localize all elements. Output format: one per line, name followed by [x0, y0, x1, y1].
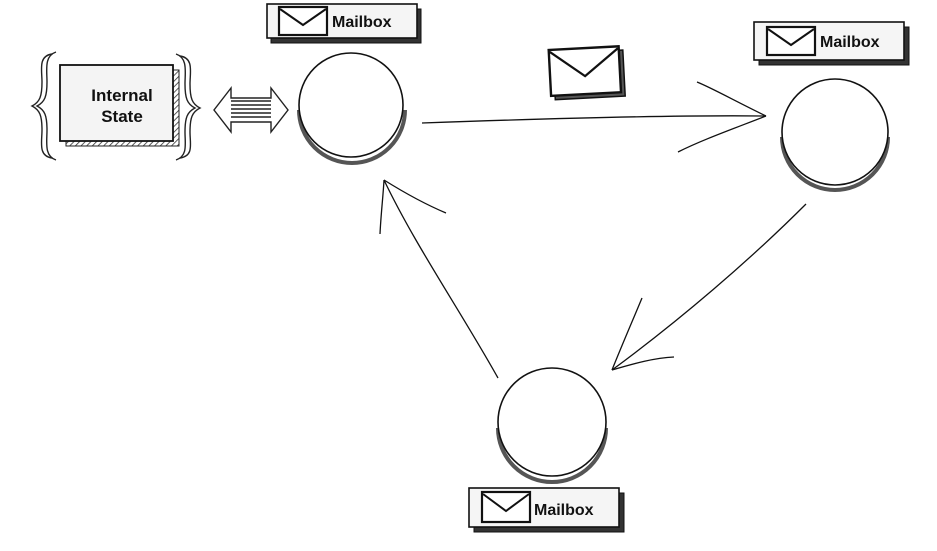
mailbox-label-bottom: Mailbox — [468, 487, 625, 533]
internal-state-box — [59, 64, 174, 142]
internal-state-group: Internal State — [30, 51, 202, 161]
mailbox-label-right: Mailbox — [753, 21, 910, 66]
mailbox-text: Mailbox — [332, 14, 392, 31]
actor-node-right — [780, 78, 890, 192]
actor-node-left — [297, 52, 407, 165]
double-arrow-icon — [213, 85, 289, 135]
message-arrow-bottom-to-left — [379, 179, 499, 379]
actor-node-bottom — [496, 367, 608, 484]
envelope-icon — [547, 45, 626, 101]
mailbox-text: Mailbox — [534, 502, 594, 519]
internal-state-label-line2: State — [101, 107, 143, 126]
internal-state-label-line1: Internal — [91, 86, 152, 105]
right-curly-brace-icon — [175, 53, 202, 161]
envelope-icon — [277, 5, 329, 37]
mailbox-label-left: Mailbox — [266, 3, 422, 44]
left-curly-brace-icon — [30, 51, 57, 161]
envelope-icon — [765, 25, 817, 57]
message-arrow-right-to-bottom — [611, 203, 807, 371]
message-arrow-left-to-right — [421, 81, 767, 153]
envelope-icon — [480, 490, 532, 524]
mailbox-text: Mailbox — [820, 34, 880, 51]
